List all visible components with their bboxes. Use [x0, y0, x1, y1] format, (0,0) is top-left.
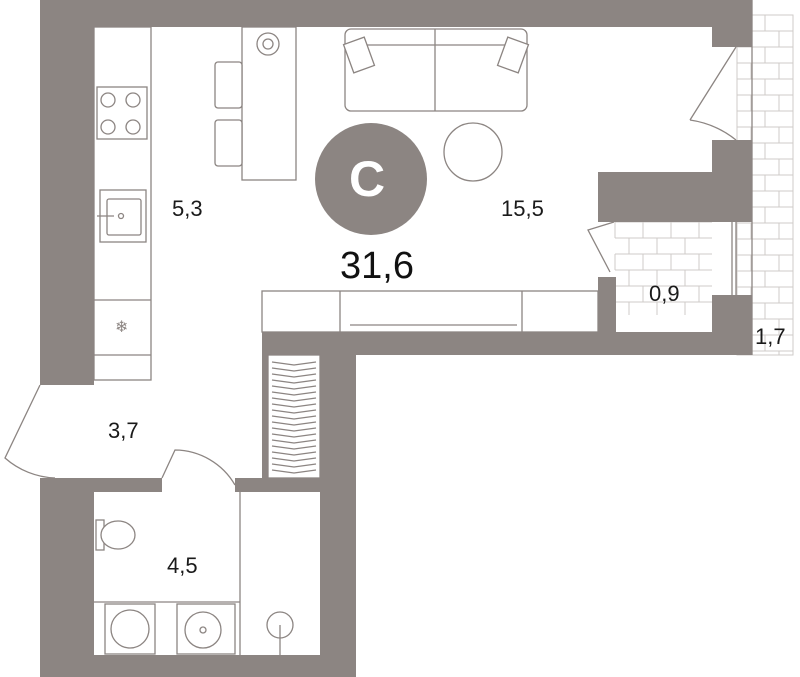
shower-icon: [266, 611, 294, 655]
loggia-area-label: 0,9: [649, 281, 680, 306]
toilet-icon: [95, 519, 136, 551]
wardrobe-icon: [261, 290, 599, 333]
fridge-icon: ❄: [115, 317, 128, 336]
table-icon: [241, 26, 297, 181]
apartment-type-badge: [315, 123, 427, 235]
washing-machine-icon: [104, 603, 156, 655]
chairs-icon: [214, 61, 243, 167]
balcony-area-label: 1,7: [755, 324, 786, 349]
bathroom-area-label: 4,5: [167, 553, 198, 578]
washbasin-icon: [176, 603, 236, 655]
door-icon: [4, 46, 737, 486]
round-table-icon: [443, 122, 503, 182]
hall-wardrobe-icon: [267, 354, 321, 479]
stove-icon: [96, 86, 148, 140]
sink-icon: [97, 189, 147, 243]
hall-area-label: 3,7: [108, 418, 139, 443]
walls: [40, 0, 752, 677]
sofa-icon: [342, 28, 530, 112]
apartment-type-badge-label: С: [349, 151, 386, 207]
kitchen-area-label: 5,3: [172, 196, 203, 221]
living-area-label: 15,5: [501, 196, 544, 221]
total-area: 31,6: [340, 245, 414, 287]
svg-text:❄: ❄: [115, 317, 128, 336]
